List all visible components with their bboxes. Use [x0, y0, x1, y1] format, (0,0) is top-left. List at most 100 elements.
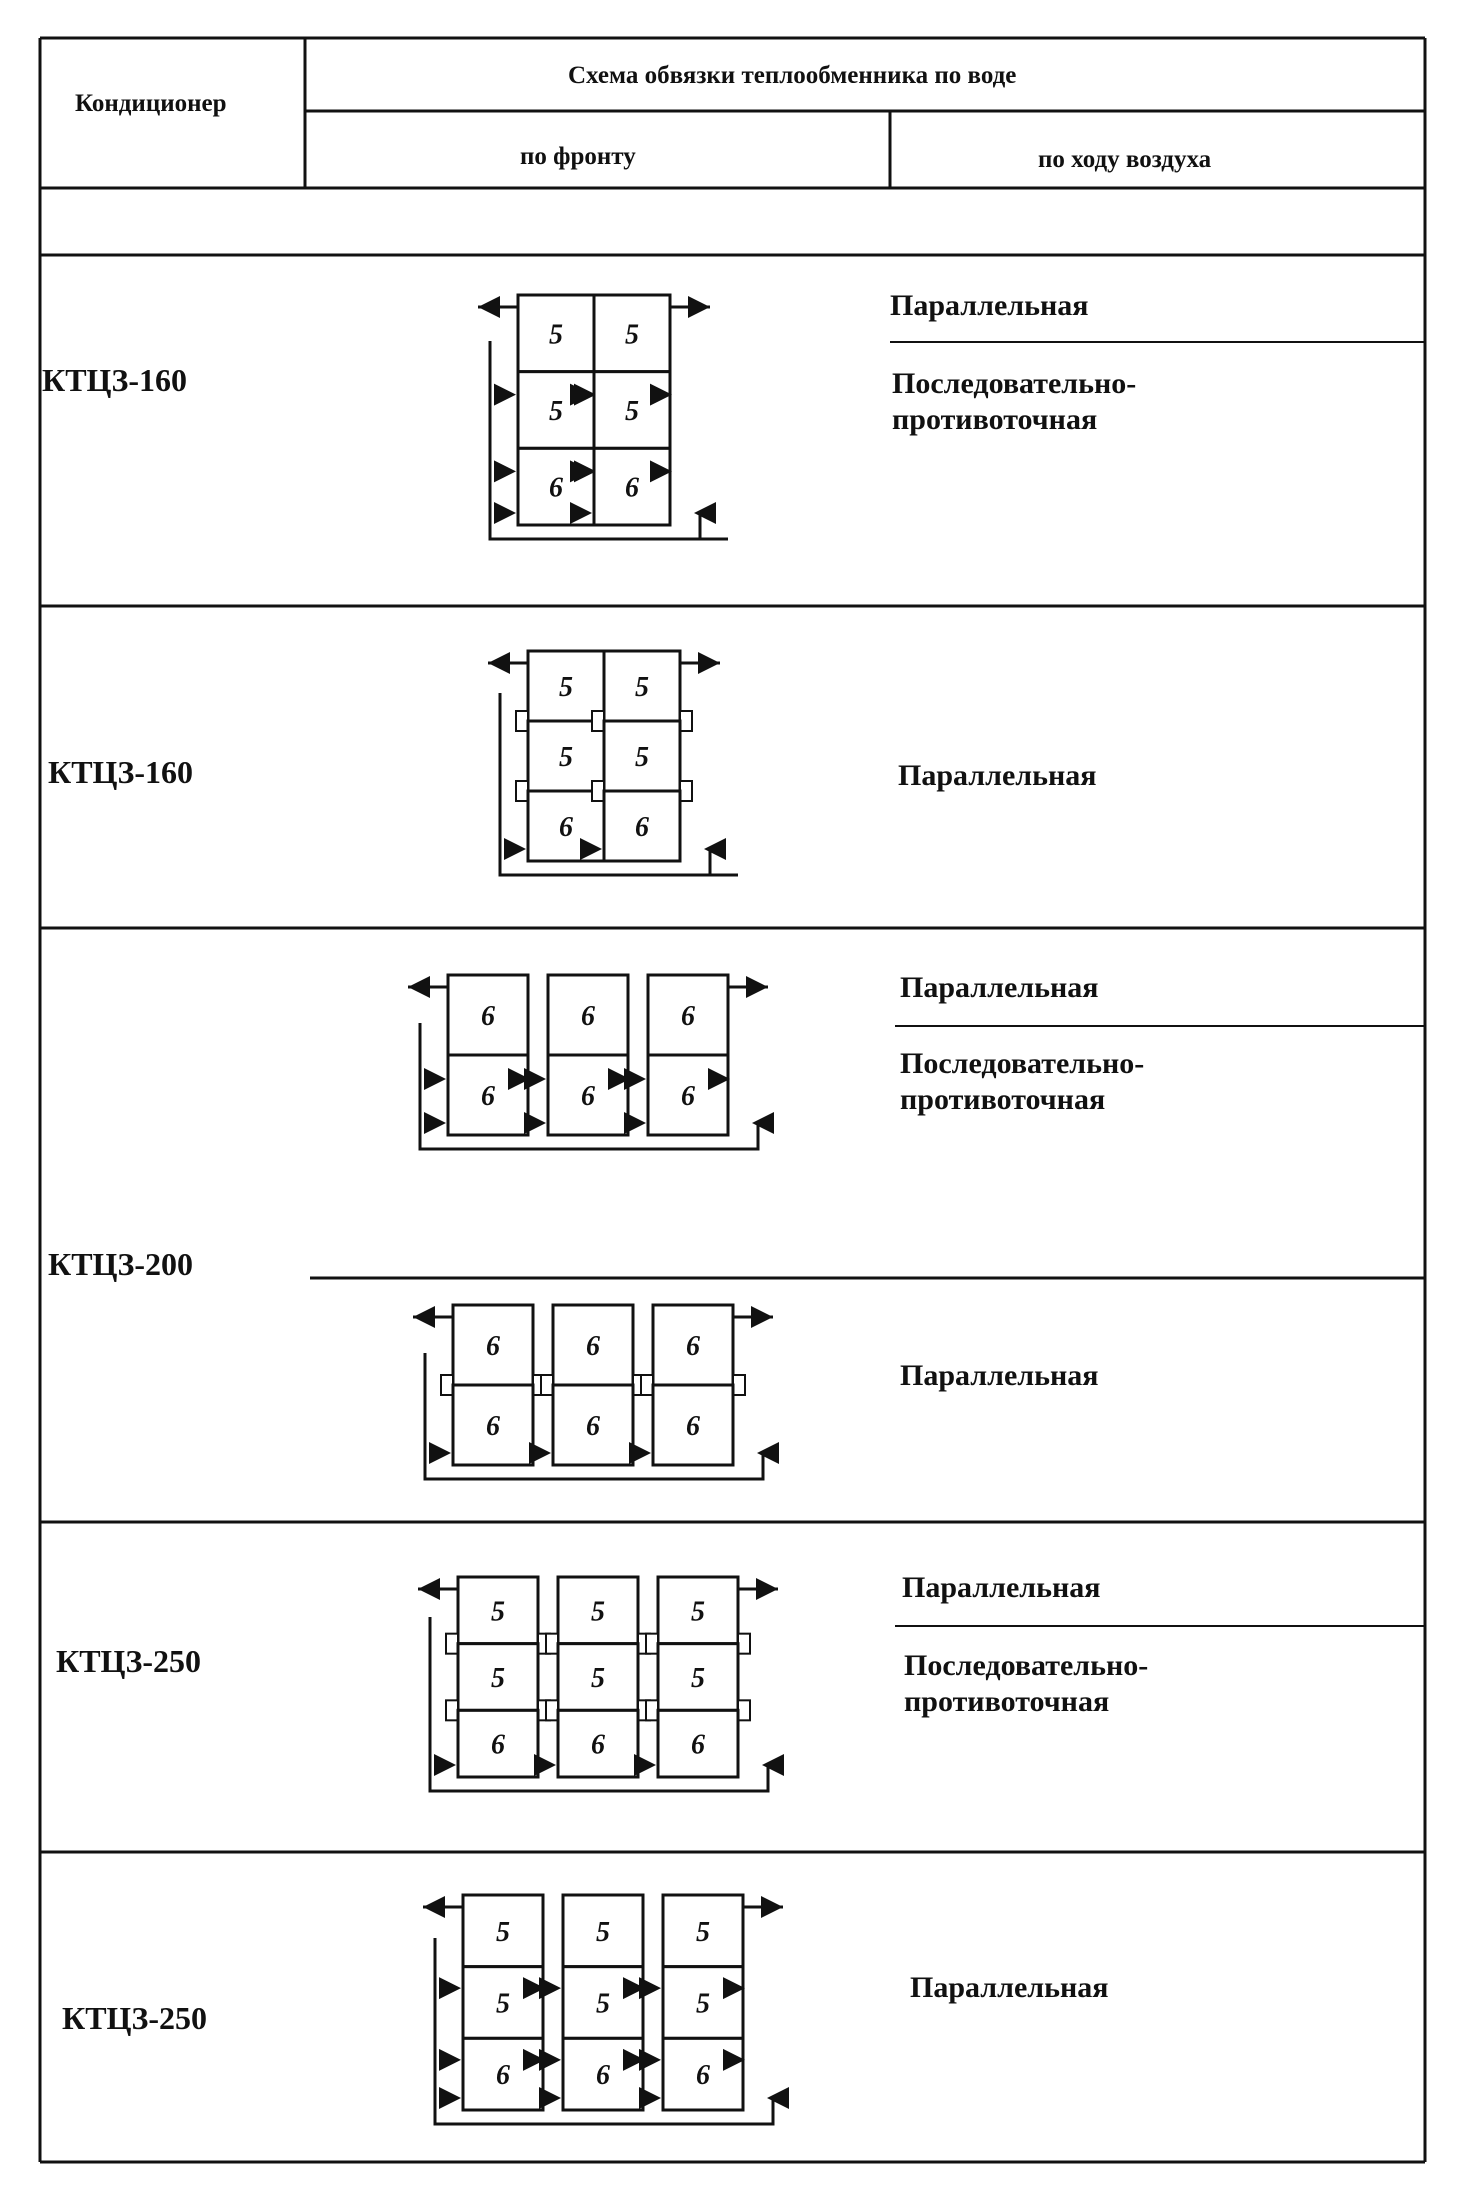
pipe-connector	[445, 1632, 459, 1655]
coil-cell	[646, 1053, 730, 1137]
mode-series-counterflow: Последовательно- противоточная	[904, 1649, 1149, 1718]
header-scheme: Схема обвязки теплообменника по воде	[568, 62, 1017, 89]
pipe-connector	[440, 1374, 454, 1396]
coil-number: 5	[559, 742, 573, 773]
model-label: КТЦЗ-160	[42, 362, 187, 398]
coil-number: 6	[481, 1081, 495, 1112]
coil-cell	[651, 1383, 735, 1467]
coil-number: 6	[591, 1730, 605, 1761]
flow-arrow	[629, 1442, 651, 1464]
coil-cell	[456, 1642, 540, 1712]
flow-arrow	[478, 296, 500, 318]
flow-arrow	[624, 1068, 646, 1090]
coil-number: 6	[625, 473, 639, 504]
coil-cell	[526, 719, 606, 793]
flow-arrow	[570, 502, 592, 524]
pipe-connector	[640, 1374, 654, 1396]
coil-cell	[661, 1893, 745, 1969]
coil-number: 6	[681, 1001, 695, 1032]
flow-arrow	[418, 1578, 440, 1600]
coil-cell	[556, 1708, 640, 1779]
flow-arrow	[434, 1754, 456, 1776]
flow-arrow	[580, 838, 602, 860]
pipe-connector	[515, 710, 529, 732]
flow-arrow	[529, 1442, 551, 1464]
coil-number: 6	[696, 2060, 710, 2091]
flow-arrow	[508, 1068, 530, 1090]
coil-number: 6	[681, 1081, 695, 1112]
collector-line	[423, 1353, 765, 1481]
coil-number: 6	[581, 1001, 595, 1032]
flow-arrow	[723, 2048, 745, 2071]
flow-arrow	[650, 460, 672, 483]
coil-number: 5	[691, 1596, 705, 1627]
pipe-connector	[737, 1699, 751, 1722]
coil-number: 6	[559, 812, 573, 843]
flow-arrow	[694, 502, 716, 524]
coil-number: 5	[549, 396, 563, 427]
flow-arrow	[650, 383, 672, 406]
flow-arrow	[534, 1754, 556, 1776]
coil-number: 5	[591, 1596, 605, 1627]
coil-cell	[556, 1642, 640, 1712]
coil-number: 6	[491, 1730, 505, 1761]
mode-series-counterflow: Последовательно- противоточная	[892, 367, 1137, 436]
pipe-connector	[679, 780, 693, 802]
coil-cell	[561, 1893, 645, 1969]
flow-arrow	[424, 1068, 446, 1090]
flow-arrow	[639, 1977, 661, 2000]
coil-cell	[651, 1303, 735, 1387]
flow-arrow	[439, 1977, 461, 2000]
flow-arrow	[494, 383, 516, 406]
mode-parallel: Параллельная	[900, 971, 1099, 1004]
flow-arrow	[413, 1306, 435, 1328]
collector-line	[428, 1617, 770, 1793]
flow-arrow	[539, 2087, 561, 2109]
flow-arrow	[708, 1068, 730, 1090]
pipe-connector	[445, 1699, 459, 1722]
coil-cell	[446, 973, 530, 1057]
mode-parallel: Параллельная	[910, 1971, 1109, 2004]
coil-number: 5	[496, 1917, 510, 1948]
coil-cell	[656, 1708, 740, 1779]
pipe-connector	[591, 710, 605, 732]
flow-arrow	[570, 383, 592, 406]
coil-cell	[592, 293, 672, 374]
header-airflow: по ходу воздуха	[1038, 146, 1212, 173]
flow-arrow	[752, 1112, 774, 1134]
flow-arrow	[429, 1442, 451, 1464]
mode-parallel: Параллельная	[898, 759, 1097, 792]
header-conditioner: Кондиционер	[75, 90, 227, 117]
pipe-connector	[737, 1632, 751, 1655]
coil-number: 6	[586, 1331, 600, 1362]
flow-arrow	[524, 1112, 546, 1134]
mode-parallel: Параллельная	[900, 1359, 1099, 1392]
collector-line	[418, 1023, 760, 1151]
coil-cell	[661, 1965, 745, 2040]
flow-arrow	[623, 1977, 645, 2000]
model-label: КТЦЗ-250	[62, 2000, 207, 2036]
coil-cell	[661, 2036, 745, 2112]
coil-number: 5	[696, 1917, 710, 1948]
flow-arrow	[756, 1578, 778, 1600]
coil-number: 5	[549, 319, 563, 350]
flow-arrow	[539, 2048, 561, 2071]
coil-number: 6	[486, 1411, 500, 1442]
flow-arrow	[423, 1896, 445, 1918]
coil-number: 5	[625, 396, 639, 427]
pipe-connector	[645, 1699, 659, 1722]
coil-cell	[451, 1383, 535, 1467]
flow-arrow	[539, 1977, 561, 2000]
header-front: по фронту	[520, 143, 636, 170]
coil-number: 6	[635, 812, 649, 843]
coil-cell	[456, 1708, 540, 1779]
coil-number: 6	[586, 1411, 600, 1442]
coil-cell	[546, 1053, 630, 1137]
coil-number: 6	[486, 1331, 500, 1362]
flow-arrow	[688, 296, 710, 318]
